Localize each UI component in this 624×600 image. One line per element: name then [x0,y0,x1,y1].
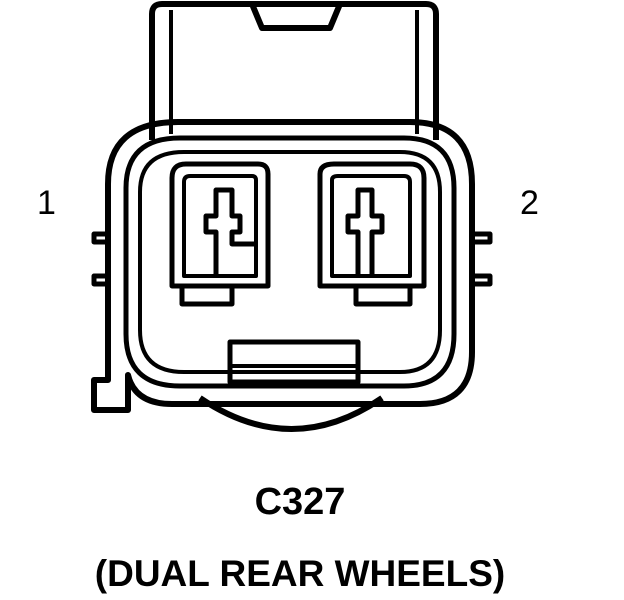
connector-shell [91,119,475,413]
pin-2-label: 2 [520,184,539,222]
keying-slot [227,339,361,385]
right-ribs [472,231,493,287]
latch-notch [249,2,343,31]
connector-id: C327 [255,481,346,523]
left-ribs [91,231,108,287]
pin-1-label: 1 [37,184,56,222]
connector-face-inner [138,150,442,374]
latch-tab [149,1,439,140]
terminal-cavity-2 [317,161,427,307]
connector-face [123,135,457,389]
terminal-cavity-1 [169,161,271,307]
connector-description: (DUAL REAR WHEELS) [95,553,505,594]
housing-bottom-arc [198,395,384,432]
